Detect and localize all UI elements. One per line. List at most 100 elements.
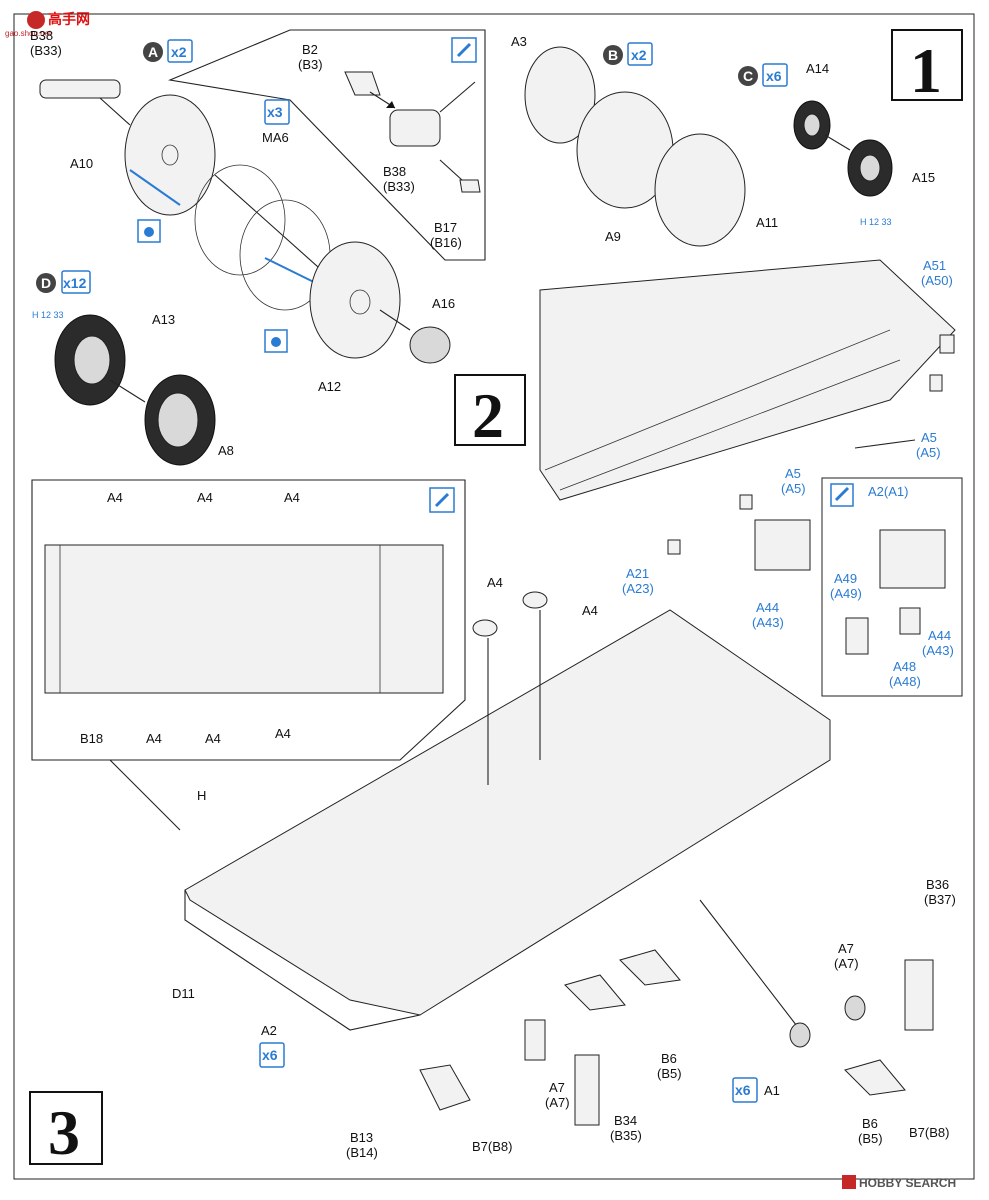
label-a7-bottom-alt: (A7) xyxy=(545,1095,570,1110)
label-a15: A15 xyxy=(912,170,935,185)
part-b38 xyxy=(389,109,441,147)
label-b35: (B35) xyxy=(610,1128,642,1143)
part-a10 xyxy=(124,94,216,216)
watermark-subtext: gao.shou.net xyxy=(5,29,52,38)
label-a4: A4 xyxy=(107,490,123,505)
part-b38-top xyxy=(39,79,121,99)
label-b7-right: B7(B8) xyxy=(909,1125,949,1140)
label-b37: (B37) xyxy=(924,892,956,907)
part-b6-right xyxy=(844,1059,906,1096)
label-a7: A7 xyxy=(838,941,854,956)
ma6-qty-text: x3 xyxy=(267,104,283,120)
glue-icon xyxy=(137,219,161,243)
label-b2: B2 xyxy=(302,42,318,57)
subassembly-d-qty: x12 xyxy=(63,275,87,291)
part-a1 xyxy=(844,995,866,1021)
label-a12: A12 xyxy=(318,379,341,394)
label-b14: (B14) xyxy=(346,1145,378,1160)
label-ma6: MA6 xyxy=(262,130,289,145)
label-a4: A4 xyxy=(582,603,598,618)
part-h-hull xyxy=(184,609,831,1016)
label-detail-a44: A44 xyxy=(928,628,951,643)
part-a1 xyxy=(789,1022,811,1048)
label-b3: (B3) xyxy=(298,57,323,72)
subassembly-a1-qty: x6 xyxy=(732,1077,758,1103)
label-b33-top: (B33) xyxy=(30,43,62,58)
label-a50: (A50) xyxy=(921,273,953,288)
hull-floor-top-view xyxy=(44,544,444,694)
step-1-number: 1 xyxy=(910,35,942,106)
label-h: H xyxy=(197,788,206,803)
watermark-hobbysearch: HOBBY SEARCH xyxy=(842,1175,956,1190)
label-a51: A51 xyxy=(923,258,946,273)
label-a13: A13 xyxy=(152,312,175,327)
label-a43: (A43) xyxy=(752,615,784,630)
watermark-logo: 高手网 gao.shou.net xyxy=(5,11,90,38)
label-d11: D11 xyxy=(172,986,195,1001)
label-b5-right: (B5) xyxy=(858,1131,883,1146)
label-b36: B36 xyxy=(926,877,949,892)
part-a4 xyxy=(522,591,548,609)
label-a1: A1 xyxy=(764,1083,780,1098)
step-1-box xyxy=(891,29,963,101)
subassembly-c-letter: C xyxy=(743,68,753,84)
subassembly-b-badge: B x2 xyxy=(603,42,653,66)
label-a5-mid-alt: (A5) xyxy=(781,481,806,496)
part-a5-right xyxy=(929,374,943,392)
step-1: 1 A x2 B2 (B3) B38 (B33) B17 (B16) B38 (… xyxy=(30,28,963,466)
step-2: 2 A51 (A50) A5 (A5) A5 (A5) A21 (A23) A4… xyxy=(454,258,963,697)
part-a11 xyxy=(654,133,746,247)
label-detail-a48: A48 xyxy=(893,659,916,674)
label-a4: A4 xyxy=(197,490,213,505)
subassembly-d-letter: D xyxy=(41,275,51,291)
part-a16 xyxy=(409,326,451,364)
subassembly-a-qty: x2 xyxy=(171,44,187,60)
label-a8: A8 xyxy=(218,443,234,458)
subassembly-a-badge: A x2 xyxy=(143,39,193,63)
label-b6: B6 xyxy=(661,1051,677,1066)
label-b13: B13 xyxy=(350,1130,373,1145)
a1-qty-text: x6 xyxy=(735,1082,751,1098)
step-3-number: 3 xyxy=(48,1097,80,1168)
glue-icon xyxy=(830,483,854,507)
part-b6 xyxy=(619,949,681,986)
subassembly-b-letter: B xyxy=(608,47,618,63)
part-detail-a44 xyxy=(879,529,946,589)
label-b16: (B16) xyxy=(430,235,462,250)
label-a7-alt: (A7) xyxy=(834,956,859,971)
label-detail-a48-alt: (A48) xyxy=(889,674,921,689)
label-a3: A3 xyxy=(511,34,527,49)
label-a4: A4 xyxy=(487,575,503,590)
part-b2 xyxy=(344,71,381,96)
part-ma6-ring xyxy=(194,164,286,276)
step-3-box xyxy=(29,1091,103,1165)
part-a4 xyxy=(472,619,498,637)
label-b5: (B5) xyxy=(657,1066,682,1081)
detail-callout-b2 xyxy=(168,29,486,261)
label-a4: A4 xyxy=(146,731,162,746)
label-detail-a49-alt: (A49) xyxy=(830,586,862,601)
label-a16: A16 xyxy=(432,296,455,311)
subassembly-c-qty: x6 xyxy=(766,68,782,84)
label-b7: B7(B8) xyxy=(472,1139,512,1154)
label-a44: A44 xyxy=(756,600,779,615)
watermark-hobbysearch-text: HOBBY SEARCH xyxy=(859,1176,956,1190)
label-b38-top: B38 xyxy=(30,28,53,43)
hull-side xyxy=(539,259,956,501)
part-b13 xyxy=(419,1064,471,1111)
part-a5-mid xyxy=(739,494,753,510)
detail-panel-hull-bottom xyxy=(31,479,466,761)
paint-code-d: H 12 33 xyxy=(32,310,64,320)
label-b33: (B33) xyxy=(383,179,415,194)
part-detail-a49 xyxy=(845,617,869,655)
glue-icon xyxy=(451,37,477,63)
label-b6-right: B6 xyxy=(862,1116,878,1131)
part-b17 xyxy=(459,179,481,193)
label-a9: A9 xyxy=(605,229,621,244)
label-detail-a2: A2(A1) xyxy=(868,484,908,499)
part-a3 xyxy=(524,46,596,144)
subassembly-d-badge: D x12 xyxy=(36,270,91,294)
part-a51 xyxy=(939,334,955,354)
page-frame xyxy=(13,13,975,1180)
